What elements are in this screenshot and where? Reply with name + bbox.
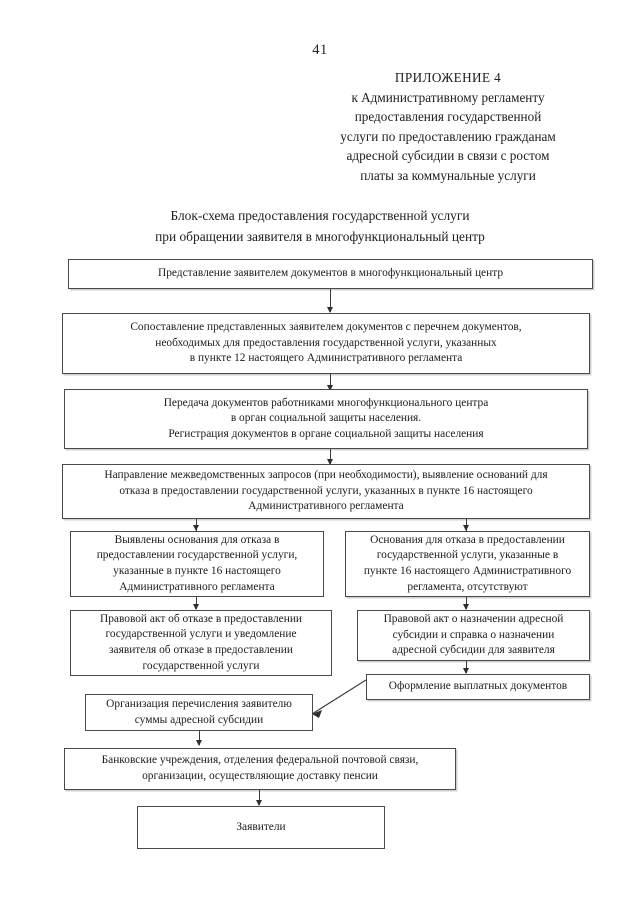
- flow-node-n11: Банковские учреждения, отделения федерал…: [64, 748, 456, 790]
- arrowhead-n8-n9: [462, 668, 469, 674]
- arrowhead-n4-n5: [192, 525, 199, 531]
- connector-n2-n3: [330, 374, 331, 390]
- flow-node-n4: Направление межведомственных запросов (п…: [62, 464, 590, 519]
- flow-node-n12-label: Заявители: [236, 820, 286, 833]
- flow-node-n1: Представление заявителем документов в мн…: [68, 259, 593, 289]
- flow-node-n9-label: Оформление выплатных документов: [388, 680, 568, 693]
- flow-node-n4-label: Направление межведомственных запросов (п…: [104, 469, 548, 513]
- flow-node-n5: Выявлены основания для отказа в предоста…: [70, 531, 324, 597]
- flow-node-n6: Основания для отказа в предоставлении го…: [345, 531, 590, 597]
- flow-node-n2-label: Сопоставление представленных заявителем …: [130, 321, 522, 365]
- connector-n11-n12: [259, 790, 260, 805]
- flow-node-n7-label: Правовой акт об отказе в предоставлении …: [99, 612, 303, 672]
- arrowhead-n1-n2: [326, 307, 333, 313]
- flow-node-n8-label: Правовой акт о назначении адресной субси…: [383, 613, 564, 657]
- arrowhead-n3-n4: [326, 459, 333, 465]
- appendix-line-4: адресной субсидии в связи с ростом: [346, 148, 550, 163]
- connector-n1-n2: [330, 289, 331, 312]
- scheme-title-line-2: при обращении заявителя в многофункциона…: [155, 229, 485, 244]
- flow-node-n5-label: Выявлены основания для отказа в предоста…: [96, 533, 298, 593]
- flow-node-n12: Заявители: [137, 806, 385, 849]
- flow-node-n10: Организация перечисления заявителю суммы…: [85, 694, 313, 731]
- flow-node-n3-label: Передача документов работниками многофун…: [163, 396, 489, 440]
- appendix-block: ПРИЛОЖЕНИЕ 4 к Административному регламе…: [300, 68, 596, 185]
- flow-node-n8: Правовой акт о назначении адресной субси…: [357, 610, 590, 661]
- arrowhead-n5-n7: [192, 604, 199, 610]
- arrowhead-n2-n3: [326, 385, 333, 391]
- flow-node-n11-label: Банковские учреждения, отделения федерал…: [101, 754, 419, 782]
- connector-n3-n4: [330, 449, 331, 465]
- appendix-line-3: услуги по предоставлению гражданам: [340, 128, 556, 144]
- flow-node-n10-label: Организация перечисления заявителю суммы…: [106, 697, 292, 726]
- flow-node-n6-label: Основания для отказа в предоставлении го…: [363, 533, 572, 593]
- connector-n6-n8: [466, 597, 467, 609]
- scheme-title-line-1: Блок-схема предоставления государственно…: [170, 208, 470, 223]
- flow-node-n2: Сопоставление представленных заявителем …: [62, 313, 590, 374]
- arrowhead-n6-n8: [462, 604, 469, 610]
- flow-node-n7: Правовой акт об отказе в предоставлении …: [70, 610, 332, 676]
- arrowhead-n4-n6: [462, 525, 469, 531]
- flow-node-n9: Оформление выплатных документов: [366, 674, 590, 700]
- appendix-title: ПРИЛОЖЕНИЕ 4: [394, 70, 502, 85]
- connector-n5-n7: [196, 597, 197, 609]
- appendix-line-2: предоставления государственной: [354, 109, 542, 124]
- appendix-line-5: платы за коммунальные услуги: [360, 167, 536, 183]
- connector-n8-n9: [466, 661, 467, 673]
- connector-n10-n11: [199, 731, 200, 745]
- flow-node-n3: Передача документов работниками многофун…: [64, 389, 588, 449]
- appendix-line-1: к Административному регламенту: [351, 89, 545, 105]
- arrowhead-n10-n11: [195, 740, 202, 746]
- scheme-title: Блок-схема предоставления государственно…: [70, 205, 570, 247]
- flow-node-n1-label: Представление заявителем документов в мн…: [157, 267, 504, 280]
- page-number: 41: [312, 42, 328, 58]
- arrowhead-n11-n12: [255, 800, 262, 806]
